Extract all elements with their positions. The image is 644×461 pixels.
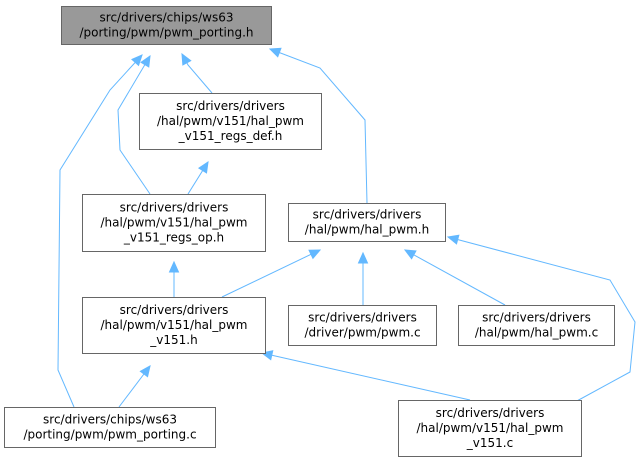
node-label-line: /hal/pwm/v151/hal_pwm xyxy=(100,318,247,332)
node-label-line: /hal/pwm/hal_pwm.c xyxy=(475,326,598,340)
dependency-edge xyxy=(221,249,322,298)
node-label-line: _v151.c xyxy=(466,436,513,450)
node-box xyxy=(398,400,582,457)
node-hal-pwm-v151-c[interactable]: src/drivers/drivers/hal/pwm/v151/hal_pwm… xyxy=(398,400,582,457)
dependency-edge xyxy=(403,249,506,306)
edge-arrowhead xyxy=(140,54,151,68)
node-label-line: src/drivers/drivers xyxy=(313,208,422,222)
edge-line xyxy=(404,249,506,306)
node-box xyxy=(61,6,272,45)
node-label-line: /hal/pwm/v151/hal_pwm xyxy=(100,216,247,230)
node-label-line: src/drivers/drivers xyxy=(308,311,417,325)
edge-line xyxy=(261,352,471,401)
node-label-line: /hal/pwm/hal_pwm.h xyxy=(305,223,429,237)
edge-line xyxy=(117,55,151,195)
node-box xyxy=(82,194,266,252)
node-label-line: /porting/pwm/pwm_porting.h xyxy=(79,26,253,40)
node-label-line: /porting/pwm/pwm_porting.c xyxy=(23,428,196,442)
node-box xyxy=(288,203,446,242)
edge-line xyxy=(447,236,636,403)
node-label-line: src/drivers/chips/ws63 xyxy=(43,413,177,427)
node-hal-pwm-v151-regs-op-h[interactable]: src/drivers/drivers/hal/pwm/v151/hal_pwm… xyxy=(82,194,266,252)
edges-layer xyxy=(57,47,636,408)
node-pwm-porting-h[interactable]: src/drivers/chips/ws63/porting/pwm/pwm_p… xyxy=(61,6,272,45)
node-box xyxy=(4,407,216,448)
node-label-line: /hal/pwm/v151/hal_pwm xyxy=(416,421,563,435)
edge-arrowhead xyxy=(268,47,282,58)
node-pwm-c[interactable]: src/drivers/drivers/driver/pwm/pwm.c xyxy=(288,305,437,346)
node-label-line: src/drivers/chips/ws63 xyxy=(100,11,234,25)
node-box xyxy=(139,93,322,150)
nodes-layer: src/drivers/chips/ws63/porting/pwm/pwm_p… xyxy=(4,6,615,457)
edge-arrowhead xyxy=(403,249,417,260)
edge-arrowhead xyxy=(197,160,209,174)
edge-arrowhead xyxy=(308,249,322,260)
node-label-line: _v151_regs_op.h xyxy=(123,231,224,245)
dependency-edge xyxy=(181,52,213,94)
node-hal-pwm-v151-h[interactable]: src/drivers/drivers/hal/pwm/v151/hal_pwm… xyxy=(82,297,266,354)
edge-arrowhead xyxy=(131,54,143,67)
dependency-edge xyxy=(446,234,636,403)
node-box xyxy=(458,305,615,346)
dependency-edge xyxy=(57,54,143,408)
node-label-line: src/drivers/drivers xyxy=(436,406,545,420)
node-box xyxy=(82,297,266,354)
dependency-edge xyxy=(168,260,180,297)
edge-arrowhead xyxy=(139,365,151,378)
dependency-edge xyxy=(187,160,209,195)
dependency-edge xyxy=(268,47,368,204)
edge-arrowhead xyxy=(357,251,369,264)
node-label-line: _v151_regs_def.h xyxy=(178,129,283,143)
edge-line xyxy=(57,54,143,408)
node-label-line: src/drivers/drivers xyxy=(120,201,229,215)
edge-line xyxy=(269,48,368,204)
node-label-line: /driver/pwm/pwm.c xyxy=(304,326,420,340)
edge-arrowhead xyxy=(446,234,460,245)
node-box xyxy=(288,305,437,346)
node-label-line: src/drivers/drivers xyxy=(120,303,229,317)
node-hal-pwm-c[interactable]: src/drivers/drivers/hal/pwm/hal_pwm.c xyxy=(458,305,615,346)
dependency-edge xyxy=(118,365,151,408)
edge-arrowhead xyxy=(168,260,180,273)
node-hal-pwm-v151-regs-def-h[interactable]: src/drivers/drivers/hal/pwm/v151/hal_pwm… xyxy=(139,93,322,150)
node-label-line: src/drivers/drivers xyxy=(176,99,285,113)
dependency-edge xyxy=(260,350,471,401)
node-pwm-porting-c[interactable]: src/drivers/chips/ws63/porting/pwm/pwm_p… xyxy=(4,407,216,448)
node-label-line: _v151.h xyxy=(149,333,197,347)
node-label-line: /hal/pwm/v151/hal_pwm xyxy=(157,114,304,128)
dependency-edge xyxy=(357,251,369,305)
dependency-edge xyxy=(117,54,151,195)
node-label-line: src/drivers/drivers xyxy=(482,311,591,325)
node-hal-pwm-h[interactable]: src/drivers/drivers/hal/pwm/hal_pwm.h xyxy=(288,203,446,242)
edge-line xyxy=(221,249,321,298)
edge-arrowhead xyxy=(181,52,192,66)
